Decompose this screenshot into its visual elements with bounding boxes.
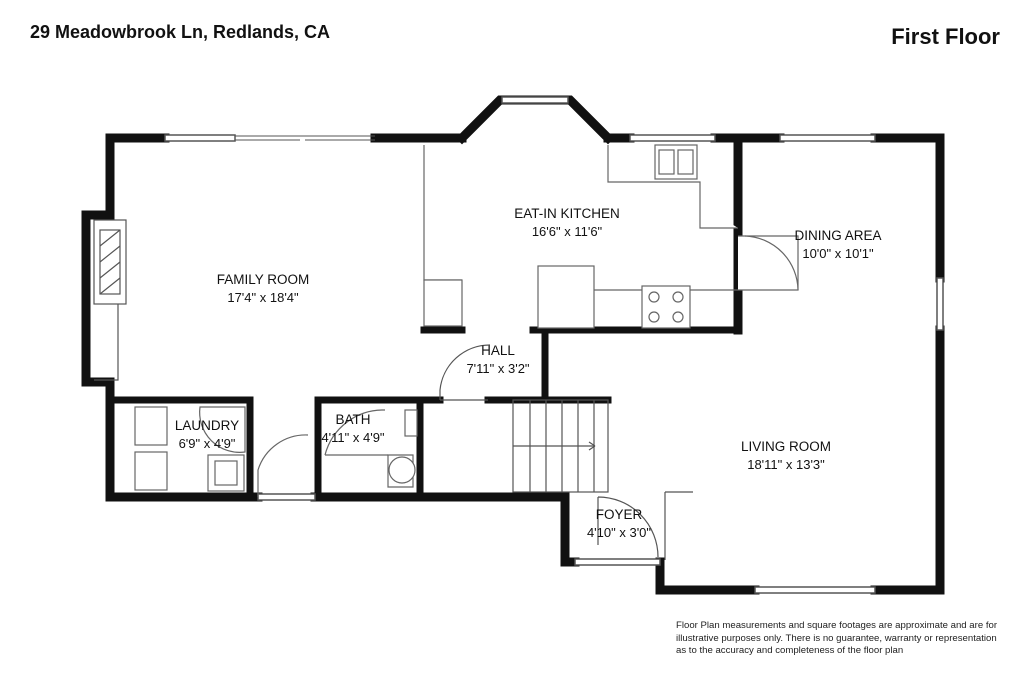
disclaimer-line-2: illustrative purposes only. There is no …: [676, 632, 997, 644]
interior-walls: [106, 326, 742, 501]
windows: [164, 96, 944, 594]
laundry-dims: 6'9" x 4'9": [179, 436, 236, 451]
laundry-name: LAUNDRY: [175, 418, 239, 433]
hall-door: [439, 344, 491, 401]
floor-label: First Floor: [891, 24, 1000, 49]
disclaimer: Floor Plan measurements and square foota…: [676, 620, 1016, 658]
foyer-name: FOYER: [596, 507, 643, 522]
kitchen-dims: 16'6" x 11'6": [532, 224, 603, 239]
sliding-door: [235, 135, 375, 141]
family-room-dims: 17'4" x 18'4": [227, 290, 299, 305]
laundry-fixtures: [134, 406, 309, 497]
foyer-door: [597, 491, 693, 560]
property-address: 29 Meadowbrook Ln, Redlands, CA: [30, 22, 331, 42]
dining-area-name: DINING AREA: [794, 228, 881, 243]
foyer-dims: 4'10" x 3'0": [587, 525, 651, 540]
disclaimer-line-3: as to the accuracy and completeness of t…: [676, 645, 904, 656]
living-room-name: LIVING ROOM: [741, 439, 831, 454]
disclaimer-line-1: Floor Plan measurements and square foota…: [676, 620, 998, 631]
hall-dims: 7'11" x 3'2": [466, 361, 529, 376]
kitchen-name: EAT-IN KITCHEN: [514, 206, 620, 221]
living-room-dims: 18'11" x 13'3": [747, 457, 825, 472]
stairs: [512, 399, 609, 493]
kitchen-fixtures: [423, 144, 799, 329]
family-room-name: FAMILY ROOM: [217, 272, 310, 287]
bath-dims: 4'11" x 4'9": [321, 430, 384, 445]
bath-name: BATH: [335, 412, 370, 427]
hall-name: HALL: [481, 343, 515, 358]
dining-area-dims: 10'0" x 10'1": [802, 246, 874, 261]
fireplace: [93, 219, 127, 381]
bath-fixtures: [324, 409, 418, 488]
